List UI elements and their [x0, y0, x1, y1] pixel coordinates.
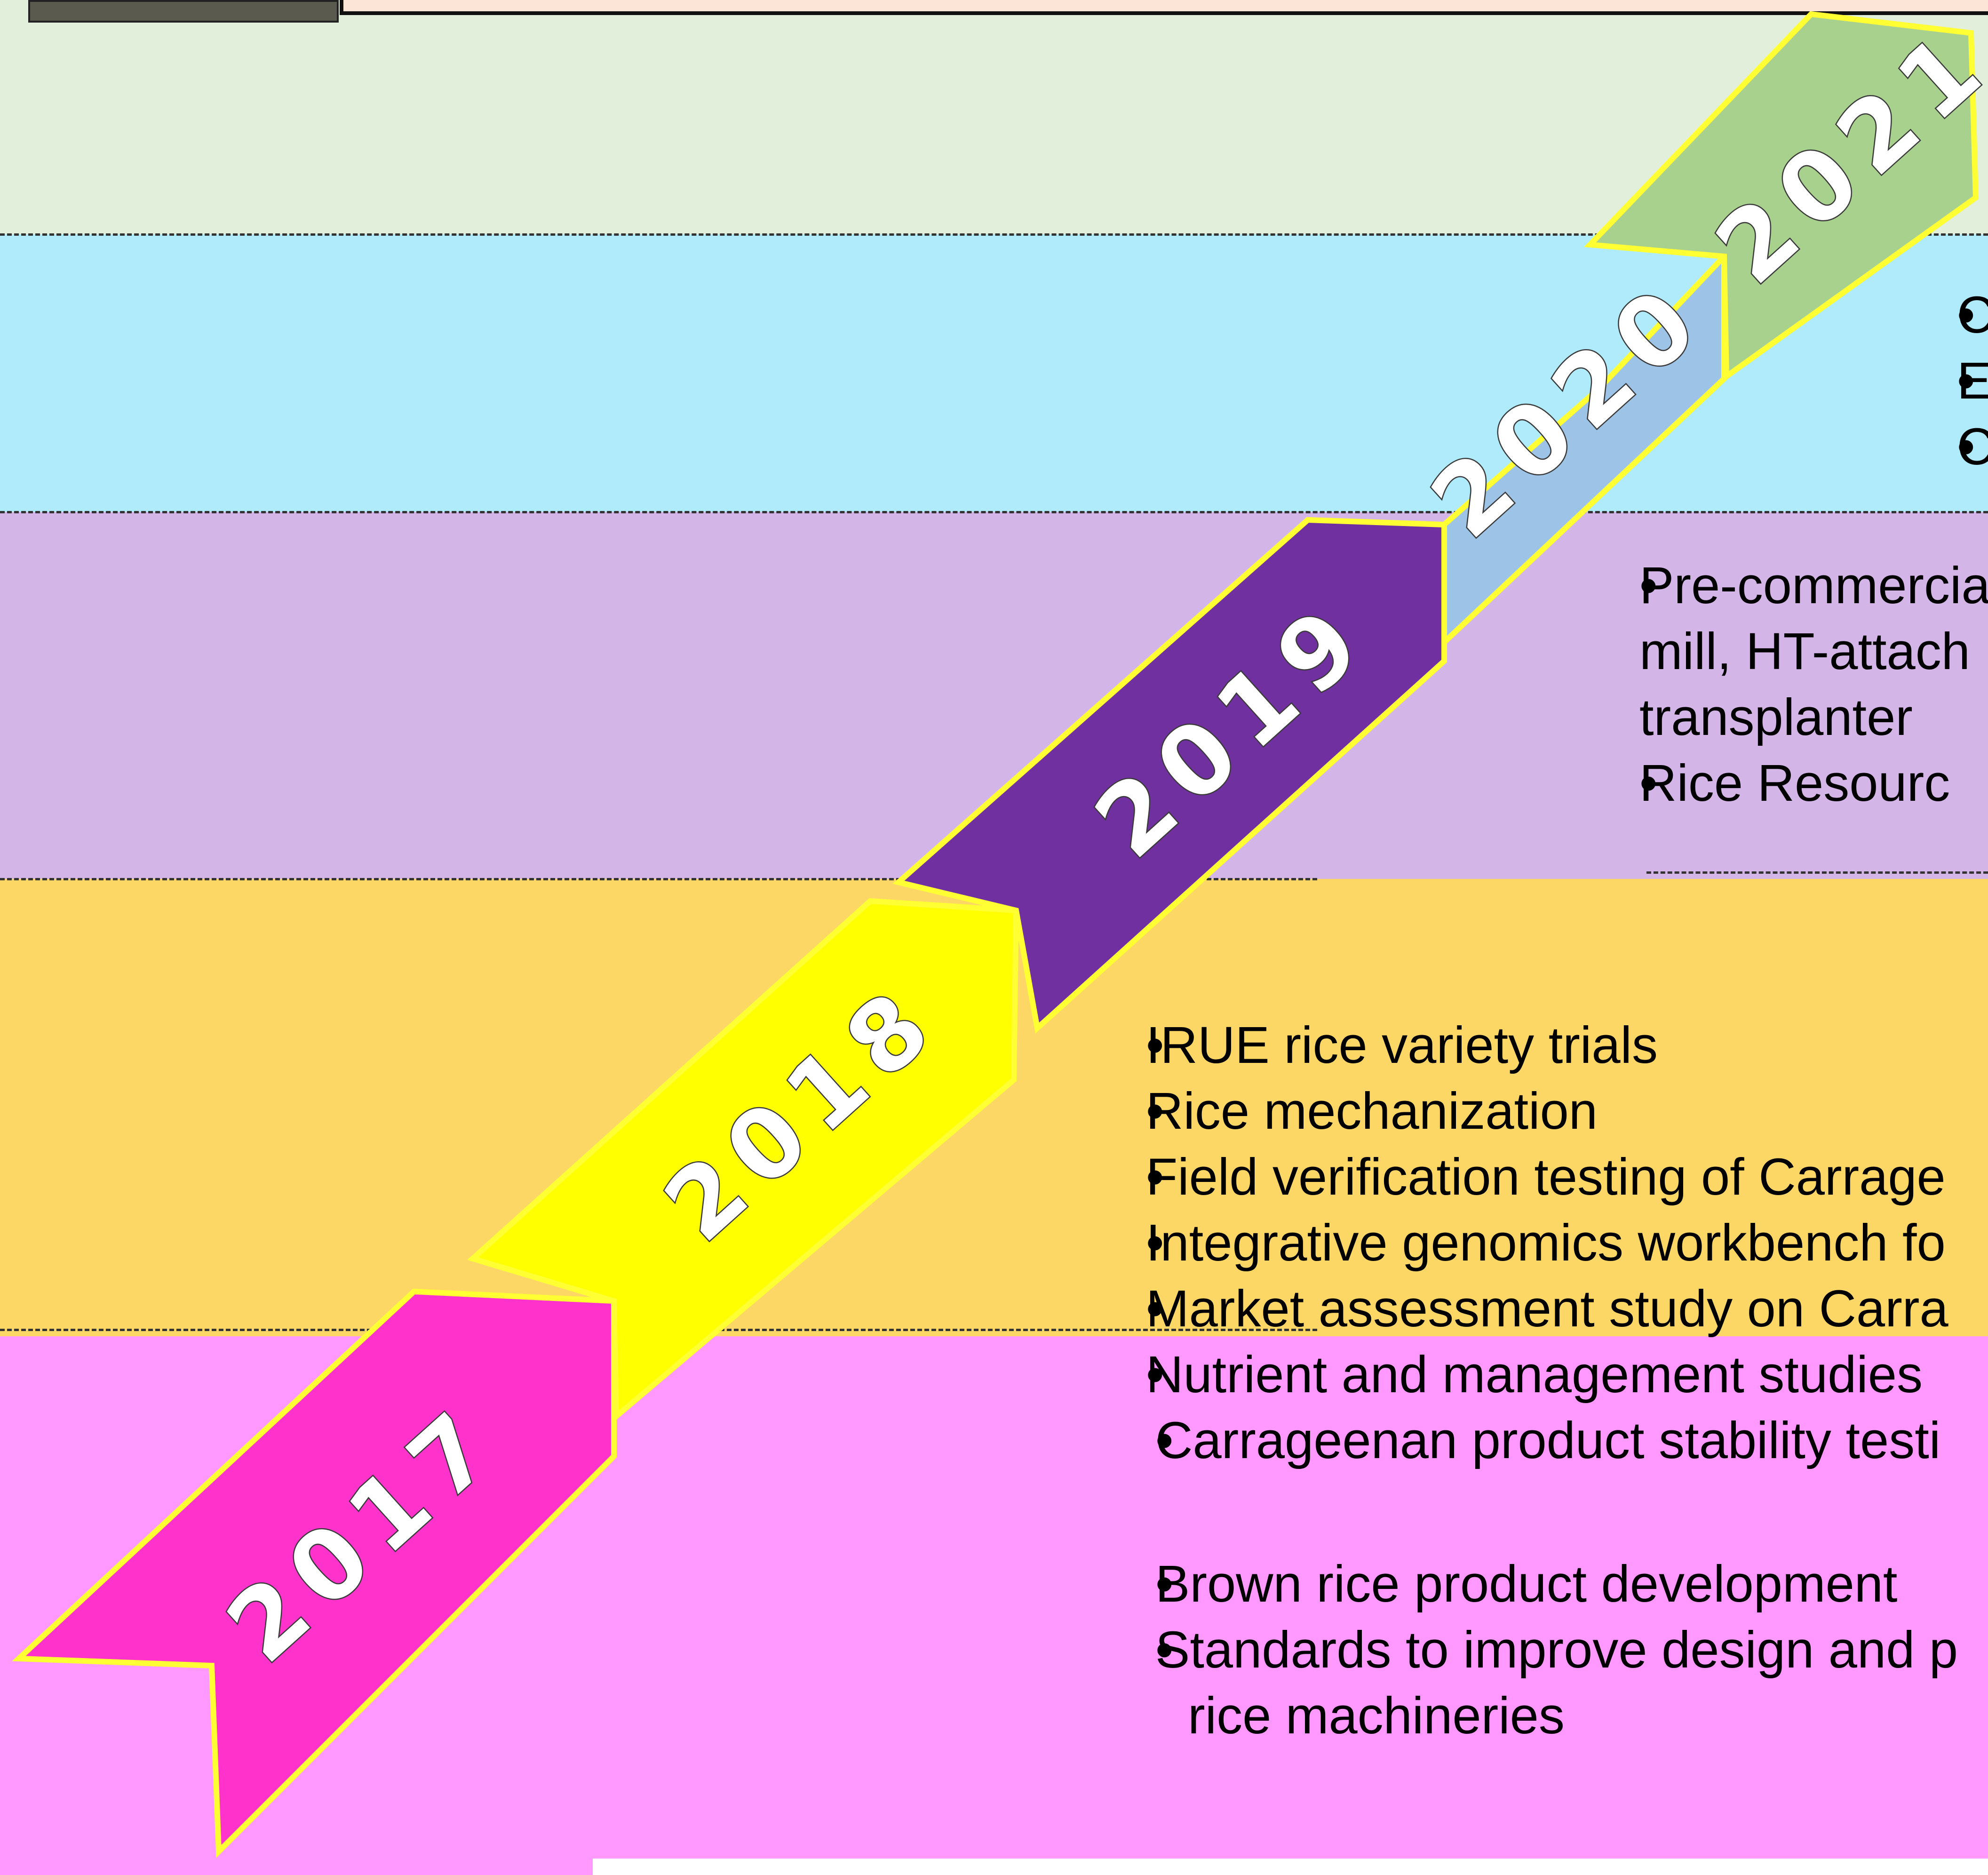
note-2018-item: Field verification testing of Carrage: [1124, 1144, 1948, 1210]
notes-2018: IRUE rice variety trials Rice mechanizat…: [1124, 1013, 1948, 1342]
note-2018-item: Integrative genomics workbench fo: [1124, 1210, 1948, 1276]
note-2017-item: Nutrient and management studies: [1124, 1342, 1958, 1408]
note-2020-item: C: [1929, 414, 1988, 480]
note-2019-item-continued: transplanter: [1639, 688, 1913, 746]
year-arrow-2019: [892, 517, 1447, 1034]
note-2017-item-continued: rice machineries: [1188, 1687, 1565, 1745]
divider-2021-2020: [0, 233, 1988, 236]
note-2017-item: Brown rice product development: [1124, 1551, 1958, 1617]
note-2018-item: IRUE rice variety trials: [1124, 1013, 1948, 1078]
note-2020-item: C: [1929, 282, 1988, 348]
year-arrow-2017: [12, 1288, 617, 1858]
divider-2019-right: [1646, 871, 1988, 874]
note-2019-item: Rice Resourc: [1609, 750, 1988, 816]
header-box-edge: [340, 0, 1988, 15]
note-2017-item: Standards to improve design and p: [1124, 1617, 1958, 1683]
notes-2017: Nutrient and management studies Carragee…: [1124, 1342, 1958, 1749]
header-image-fragment: [28, 0, 339, 23]
divider-2019-2018: [0, 878, 1317, 880]
year-arrow-2018: [467, 898, 1019, 1422]
note-2019-item: Pre-commercia: [1609, 553, 1988, 619]
band-2017-gap: [593, 1859, 1988, 1875]
note-2020-item: E: [1929, 348, 1988, 414]
note-2017-item: Carrageenan product stability testi: [1124, 1408, 1958, 1474]
note-2018-item: Market assessment study on Carra: [1124, 1276, 1948, 1342]
note-2019-item-continued: mill, HT-attach: [1639, 622, 1970, 680]
notes-2020: C E C: [1929, 282, 1988, 480]
divider-2020-2019: [0, 511, 1988, 513]
notes-2019: Pre-commercia mill, HT-attach transplant…: [1609, 553, 1988, 816]
note-2018-item: Rice mechanization: [1124, 1078, 1948, 1144]
year-arrow-2021: [1584, 11, 1979, 382]
